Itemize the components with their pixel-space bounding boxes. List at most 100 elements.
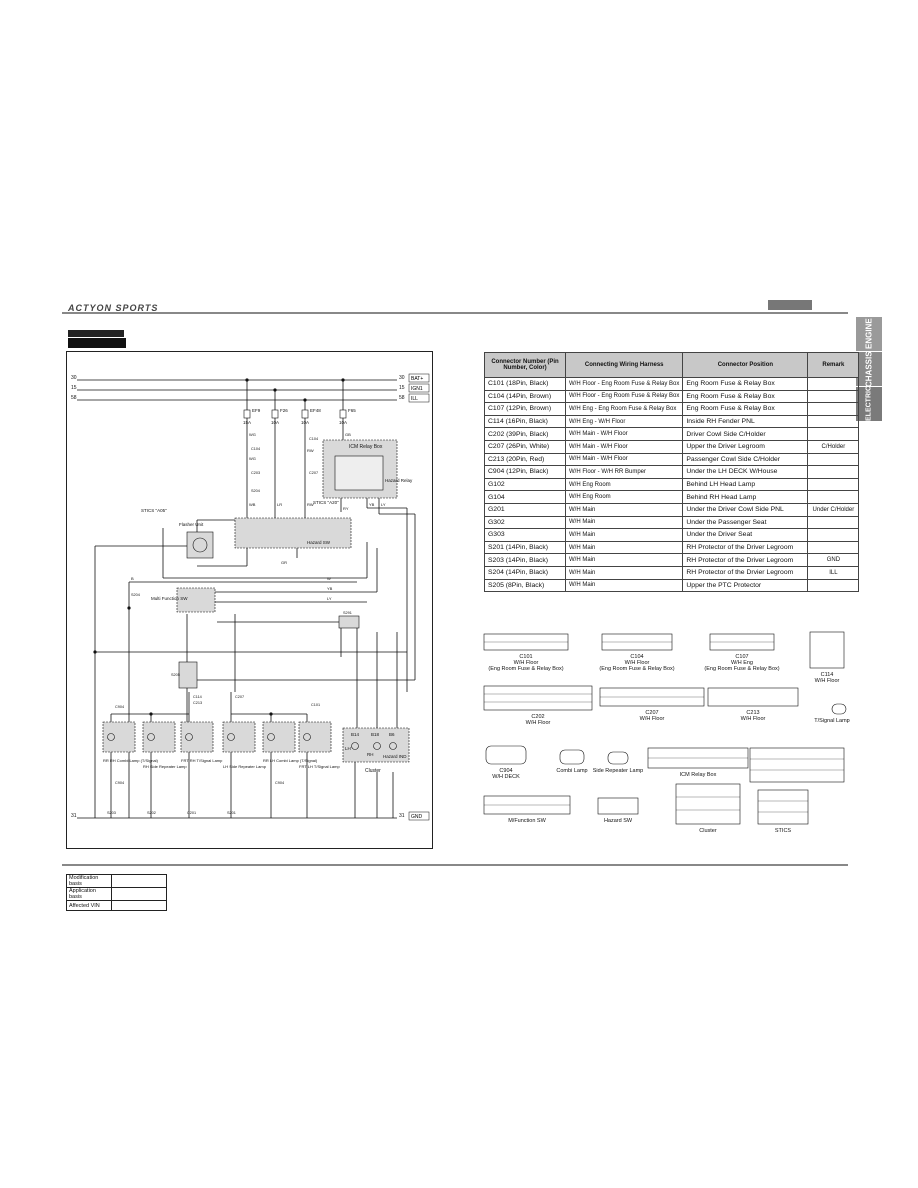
lamp-label-frt-lh-tsignal: FRT LH T/Signal Lamp: [299, 764, 340, 769]
cell: Inside RH Fender PNL: [682, 414, 809, 429]
cell: W/H Eng Room: [564, 490, 684, 504]
connector-label: C207: [235, 695, 244, 699]
brand-logo: ACTYON SPORTS: [68, 303, 159, 313]
cell: Under the Passenger Seat: [682, 515, 809, 530]
cell: C101 (18Pin, Black): [484, 377, 566, 391]
cell: W/H Eng - Eng Room Fuse & Relay Box: [564, 402, 684, 416]
icm-relay-box-label: ICM Relay Box: [349, 444, 383, 450]
stics-a20-label: STICS "A20": [313, 500, 339, 505]
cell: Behind RH Head Lamp: [682, 490, 809, 504]
cell: W/H Main - W/H Floor: [564, 452, 684, 467]
table-row: Affected VIN: [66, 900, 167, 911]
cell: [807, 414, 860, 429]
connector-view-name: C202: [531, 714, 544, 720]
cell: W/H Main: [564, 565, 684, 580]
section-title-bar: [68, 338, 126, 348]
hazard-sw-label: Hazard SW: [307, 540, 331, 545]
cell: C213 (20Pin, Red): [484, 452, 566, 467]
info-value: [111, 874, 167, 888]
wiring-diagram-frame: 30 15 58 31 30 15 58 31 BAT+ IGN1 ILL GN…: [66, 351, 433, 849]
connector-view-sub2: (Eng Room Fuse & Relay Box): [704, 666, 779, 672]
connector-view-name: C114: [821, 672, 834, 678]
cell: W/H Main: [564, 502, 684, 517]
info-label: Application basis: [66, 887, 112, 901]
s291-splice-box: [338, 615, 360, 629]
info-label: Affected VIN: [66, 900, 112, 911]
connector-label: C201: [187, 811, 196, 815]
cell: [807, 578, 860, 593]
cell: C207 (26Pin, White): [484, 439, 566, 454]
rail-15-right: 15: [399, 385, 405, 391]
lamp-box: [262, 721, 296, 753]
fuse-f65-amp: 10A: [339, 420, 347, 425]
wire-color-label: LR: [277, 502, 282, 507]
cell: S205 (8Pin, Black): [484, 578, 566, 593]
cell: Under the LH DECK W/House: [682, 465, 809, 479]
connector-label: C104: [309, 437, 318, 441]
tab-electric[interactable]: ELECTRIC: [856, 387, 882, 422]
cell: C904 (12Pin, Black): [484, 465, 566, 479]
wire-color-label: B: [131, 576, 134, 581]
rail-15-left: 15: [71, 385, 77, 391]
connector-views: C101 W/H Floor (Eng Room Fuse & Relay Bo…: [483, 631, 850, 834]
cell: Upper the Driver Legroom: [682, 439, 809, 454]
rail-ign-label: IGN1: [411, 386, 423, 392]
cell: C107 (12Pin, Brown): [484, 402, 566, 416]
connector-view-name: STICS: [775, 828, 792, 834]
cell: [807, 377, 860, 391]
connector-label: C904: [115, 781, 124, 785]
cell: Upper the PTC Protector: [682, 578, 809, 593]
connector-view-name: Hazard SW: [604, 818, 633, 824]
connector-label: C114: [193, 695, 202, 699]
tab-engine[interactable]: ENGINE: [856, 317, 882, 351]
rail-gnd-label: GND: [411, 814, 423, 820]
connector-label: C203: [251, 471, 260, 475]
column-header: Connecting Wiring Harness: [564, 352, 684, 378]
cell: C202 (39Pin, Black): [484, 427, 566, 441]
connector-view-name: C207: [645, 710, 658, 716]
info-value: [111, 887, 167, 901]
cell: [807, 477, 860, 492]
cluster-pin-b6: B6: [389, 732, 395, 737]
rail-30-left: 30: [71, 375, 77, 381]
cell: W/H Eng - W/H Floor: [564, 414, 684, 429]
cell: W/H Main - W/H Floor: [564, 427, 684, 441]
connector-view-sub: W/H Floor: [526, 720, 551, 726]
cell: [807, 427, 860, 441]
tab-chassis[interactable]: CHASSIS: [856, 351, 882, 387]
wire-color-label: YB: [369, 502, 375, 507]
wire-color-label: LY: [381, 502, 386, 507]
wire-color-label: RY: [343, 506, 349, 511]
connector-label: C104: [251, 447, 260, 451]
cell: W/H Main: [564, 553, 684, 567]
connector-view-name: M/Function SW: [508, 818, 546, 824]
connector-view-sub: W/H Floor: [514, 660, 539, 666]
wiring-diagram: 30 15 58 31 30 15 58 31 BAT+ IGN1 ILL GN…: [71, 373, 430, 821]
cell: W/H Floor - W/H RR Bumper: [564, 465, 684, 479]
table-row: Application basis: [66, 887, 167, 901]
cell: Behind LH Head Lamp: [682, 477, 809, 492]
lamp-label-lh-side-repeater: LH Side Repeater Lamp: [223, 764, 267, 769]
cell: G201: [484, 502, 566, 517]
connector-view-name: Cluster: [699, 828, 717, 834]
connector-label: C904: [115, 705, 124, 709]
connector-view-name: C213: [746, 710, 759, 716]
cell: [807, 540, 860, 555]
lamp-label-rr-lh-combi: RR LH Combi Lamp (T/Signal): [263, 758, 318, 763]
cell: W/H Floor - Eng Room Fuse & Relay Box: [564, 389, 684, 404]
cell: [807, 465, 860, 479]
cell: RH Protector of the Drvier Legroom: [682, 565, 809, 580]
cell: Eng Room Fuse & Relay Box: [682, 377, 809, 391]
cell: Eng Room Fuse & Relay Box: [682, 402, 809, 416]
cell: [807, 452, 860, 467]
connector-label: C213: [193, 701, 202, 705]
rail-bat-label: BAT+: [411, 376, 423, 382]
rail-58-left: 58: [71, 395, 77, 401]
